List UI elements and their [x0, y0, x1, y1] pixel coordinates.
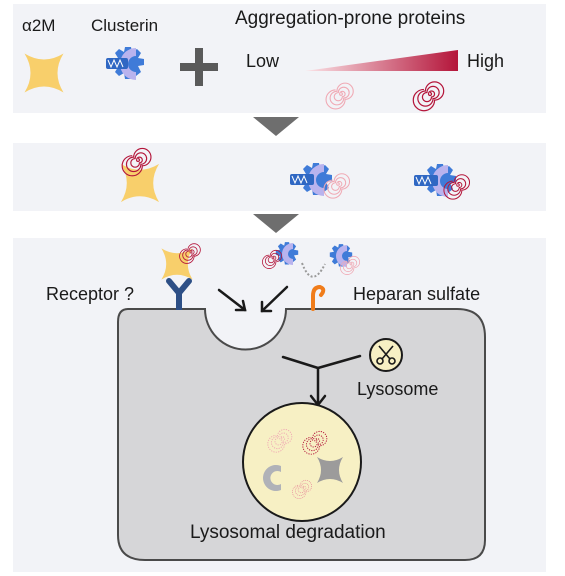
down-arrow-icon	[253, 214, 299, 233]
degradation-label: Lysosomal degradation	[190, 522, 386, 543]
receptor-icon	[166, 278, 192, 310]
lysosome-organelle	[242, 402, 362, 522]
down-arrow-icon	[253, 117, 299, 136]
gradient-high-label: High	[467, 51, 505, 71]
clusterin-bound-complex-1	[262, 242, 299, 269]
scissors-icon	[369, 338, 403, 372]
clusterin-label: Clusterin	[91, 16, 159, 35]
aggregate-high-icon	[412, 81, 445, 112]
lysosome-label: Lysosome	[357, 379, 439, 399]
clusterin-bound-complex-2	[329, 244, 361, 275]
a2m-bound-complex	[161, 243, 201, 280]
plus-icon	[180, 48, 218, 86]
gradient-low-label: Low	[246, 51, 280, 71]
gradient-title: Aggregation-prone proteins	[235, 8, 466, 29]
heparan-sulfate-icon	[311, 284, 326, 311]
uptake-arrows	[217, 285, 289, 313]
aggregate-low-icon	[325, 82, 354, 110]
a2m-label: α2M	[22, 16, 56, 35]
a2m-cross-icon	[24, 53, 64, 93]
heparan-sulfate-label: Heparan sulfate	[353, 284, 481, 304]
a2m-aggregate-complex	[120, 147, 160, 203]
receptor-label: Receptor ?	[46, 284, 135, 304]
clusterin-low-complex	[290, 163, 351, 199]
clusterin-icon	[106, 47, 144, 80]
gradient-ramp	[305, 50, 458, 71]
binding-tether	[301, 262, 326, 278]
clusterin-high-complex	[414, 164, 471, 200]
